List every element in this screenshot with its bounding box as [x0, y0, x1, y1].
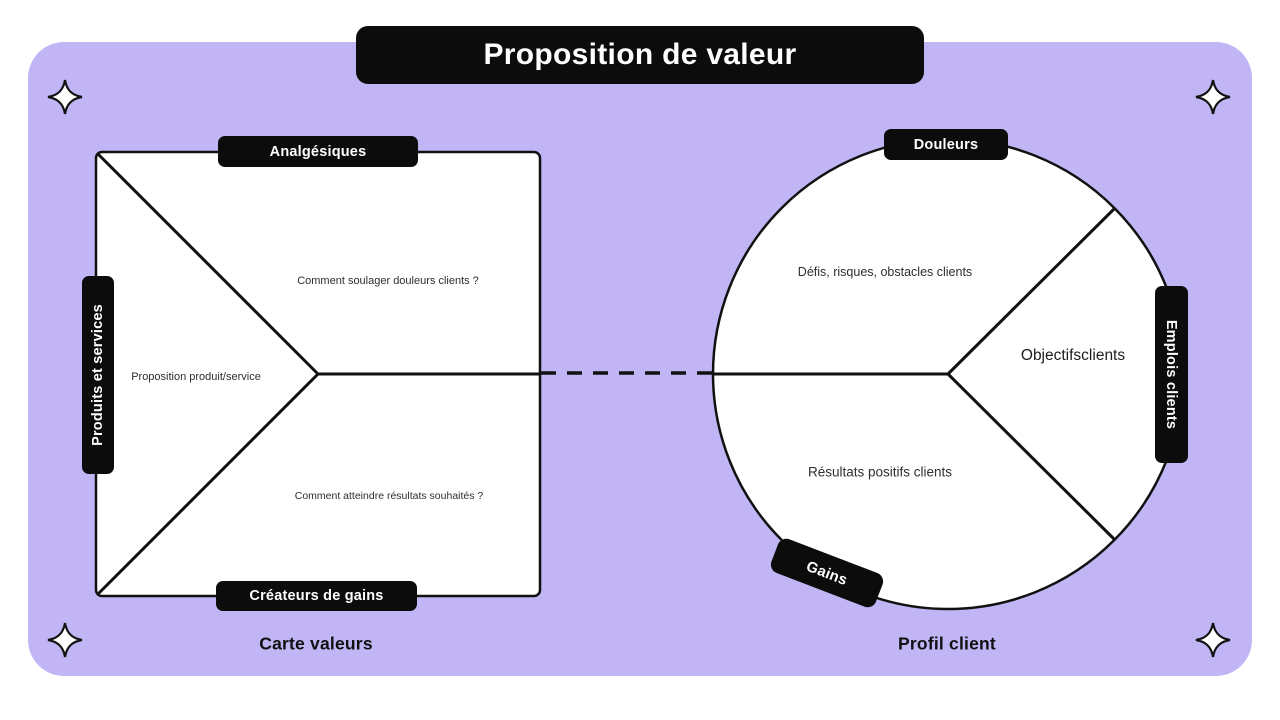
- caption-profil-client: Profil client: [898, 633, 996, 654]
- caption-carte-valeurs: Carte valeurs: [259, 633, 373, 654]
- badge-douleurs: Douleurs: [884, 129, 1008, 160]
- badge-emplois-clients: Emplois clients: [1155, 286, 1188, 463]
- sparkle-icon: [1195, 79, 1231, 115]
- value-map-text-gain-creators: Comment atteindre résultats souhaités ?: [294, 490, 484, 502]
- profile-text-pains: Défis, risques, obstacles clients: [797, 265, 973, 279]
- badge-produits-et-services: Produits et services: [82, 276, 114, 474]
- profile-text-jobs: Objectifsclients: [1020, 347, 1126, 364]
- profile-text-gains: Résultats positifs clients: [807, 464, 953, 480]
- badge-createurs-de-gains: Créateurs de gains: [216, 581, 417, 611]
- value-map-text-pain-relievers: Comment soulager douleurs clients ?: [297, 275, 479, 287]
- badge-analgesiques: Analgésiques: [218, 136, 418, 167]
- value-map-text-products: Proposition produit/service: [131, 371, 261, 383]
- sparkle-icon: [47, 79, 83, 115]
- sparkle-icon: [47, 622, 83, 658]
- page-title: Proposition de valeur: [356, 26, 924, 84]
- sparkle-icon: [1195, 622, 1231, 658]
